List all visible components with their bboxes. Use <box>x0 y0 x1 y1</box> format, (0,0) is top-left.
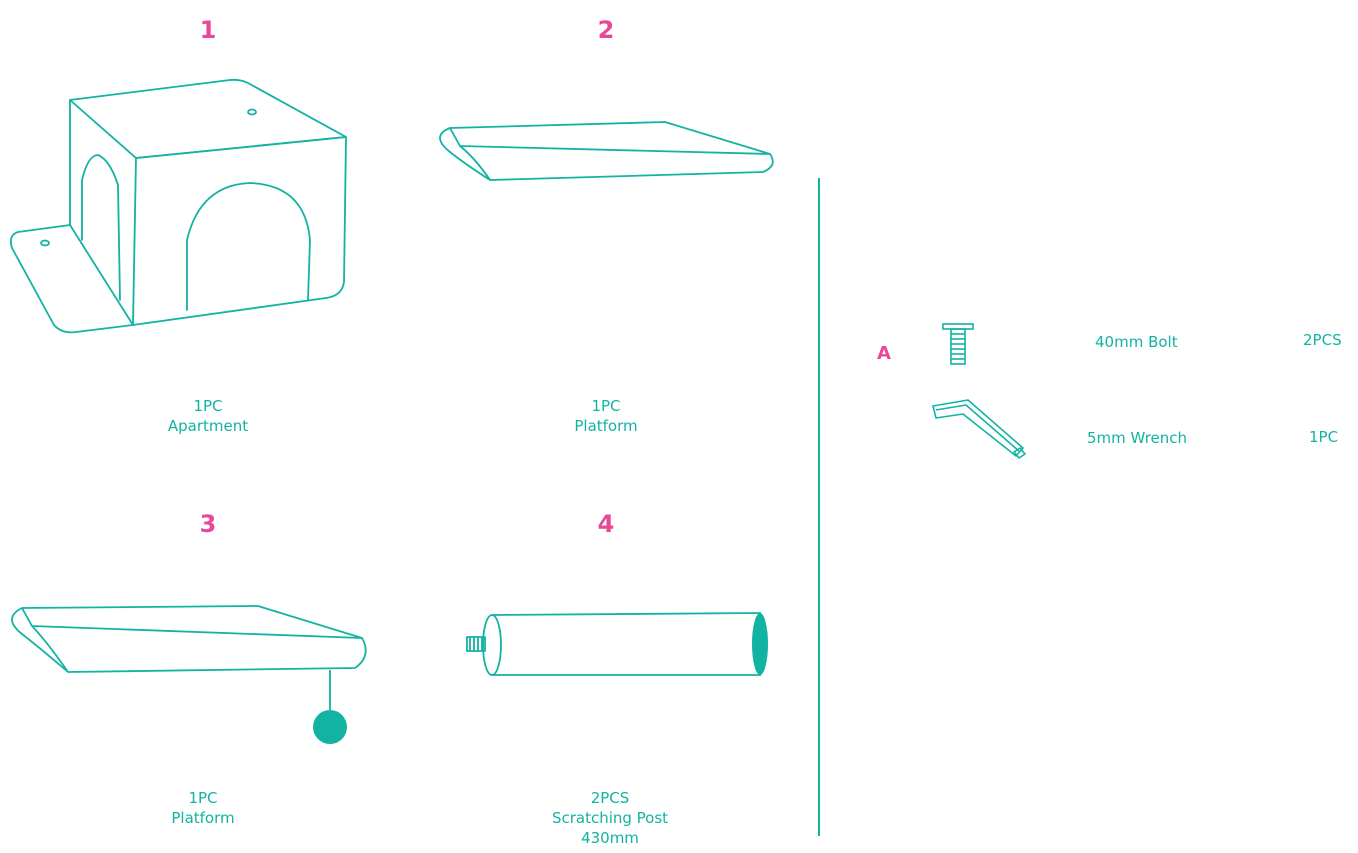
platform-with-ball-illustration <box>11 605 367 744</box>
component-name: Platform <box>171 809 235 827</box>
component-qty: 1PC <box>188 789 218 807</box>
component-number: 3 <box>199 510 217 538</box>
wrench-icon <box>932 399 1026 459</box>
component-qty: 2PCS <box>590 789 630 807</box>
component-qty: 1PC <box>591 397 621 415</box>
hardware-item-name: 5mm Wrench <box>1087 429 1188 447</box>
component-caption-platform: 1PC Platform <box>103 788 303 828</box>
apartment-illustration <box>9 78 347 334</box>
component-number: 1 <box>199 16 217 44</box>
hardware-group-label: A <box>877 343 891 364</box>
component-size: 430mm <box>581 829 639 847</box>
component-number: 2 <box>597 16 615 44</box>
component-name: Apartment <box>167 417 249 435</box>
component-caption-platform: 1PC Platform <box>506 396 706 436</box>
component-number: 4 <box>597 510 615 538</box>
hardware-item-qty: 2PCS <box>1303 331 1342 349</box>
component-caption-scratching-post: 2PCS Scratching Post 430mm <box>510 788 710 848</box>
bolt-icon <box>942 323 974 365</box>
divider <box>818 178 820 836</box>
scratching-post-illustration <box>466 612 768 676</box>
hardware-item-qty: 1PC <box>1309 428 1339 446</box>
component-name: Scratching Post <box>551 809 669 827</box>
component-caption-apartment: 1PC Apartment <box>108 396 308 436</box>
hardware-item-name: 40mm Bolt <box>1095 333 1178 351</box>
component-name: Platform <box>574 417 638 435</box>
platform-illustration <box>439 121 774 181</box>
component-qty: 1PC <box>193 397 223 415</box>
